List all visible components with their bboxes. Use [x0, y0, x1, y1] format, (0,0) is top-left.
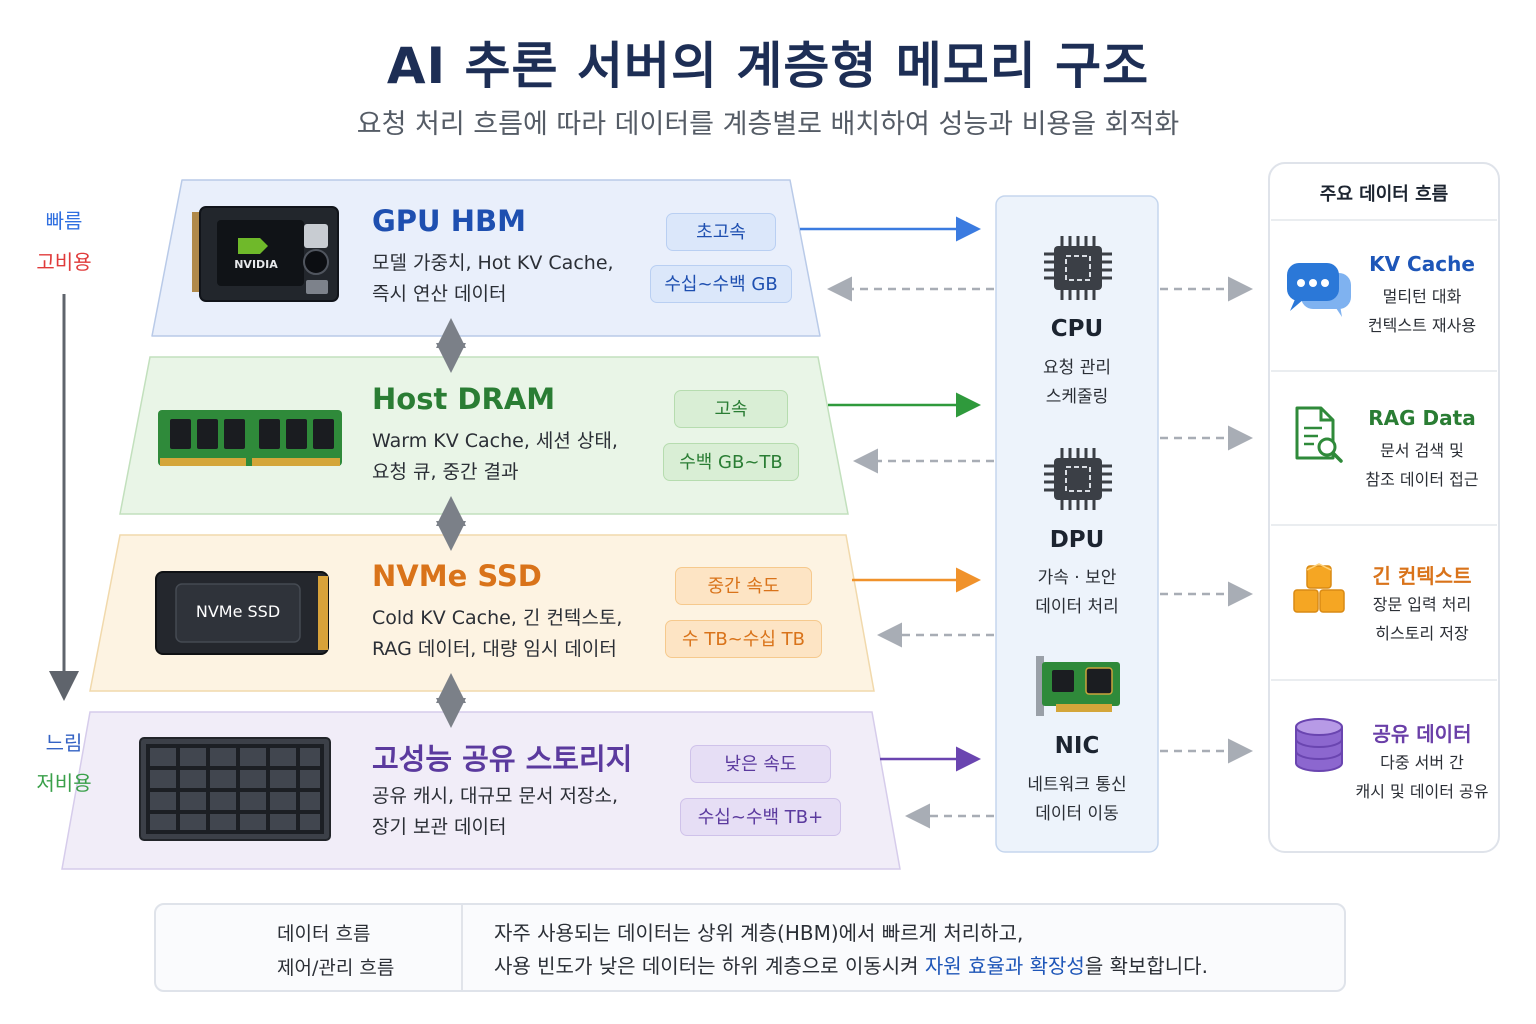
tier-dram-desc: Warm KV Cache, 세션 상태,요청 큐, 중간 결과 — [372, 430, 618, 483]
page-title: AI 추론 서버의 계층형 메모리 구조 — [386, 37, 1150, 95]
flow-kv-title: KV Cache — [1369, 252, 1475, 276]
cpu-chip-icon — [1044, 236, 1112, 300]
side-panel-header: 주요 데이터 흐름 — [1319, 184, 1449, 205]
tier-ssd-capacity-badge: 수 TB~수십 TB — [665, 620, 822, 658]
storage-array-icon — [139, 737, 331, 841]
legend-note-line1: 자주 사용되는 데이터는 상위 계층(HBM)에서 빠르게 처리하고, — [494, 921, 1024, 945]
tier-dram-capacity-badge: 수백 GB~TB — [663, 443, 799, 481]
hub-dpu-title: DPU — [1049, 527, 1105, 553]
axis-cheap-label: 저비용 — [36, 771, 92, 795]
ssd-device-label: NVMe SSD — [195, 602, 281, 621]
tier-storage-title: 고성능 공유 스토리지 — [372, 742, 633, 776]
dram-module-icon — [158, 410, 342, 466]
legend-data-flow-label: 데이터 흐름 — [277, 923, 371, 945]
flow-shared-title: 공유 데이터 — [1372, 722, 1472, 746]
legend-control-flow-label: 제어/관리 흐름 — [277, 957, 395, 979]
axis-expensive-label: 고비용 — [36, 250, 92, 274]
flow-long-context-title: 긴 컨텍스트 — [1372, 564, 1472, 588]
tier-storage-capacity-badge: 수십~수백 TB+ — [680, 798, 841, 836]
tier-ssd-title: NVMe SSD — [372, 559, 542, 593]
tier-storage-speed-badge: 낮은 속도 — [690, 745, 831, 783]
tier-dram-speed-badge: 고속 — [674, 390, 788, 428]
tier-gpu-speed-badge: 초고속 — [666, 213, 776, 251]
tier-gpu-capacity-badge: 수십~수백 GB — [650, 265, 792, 303]
axis-slow-label: 느림 — [45, 731, 83, 755]
flow-rag-title: RAG Data — [1368, 406, 1476, 430]
dpu-chip-icon — [1044, 448, 1112, 510]
page-subtitle: 요청 처리 흐름에 따라 데이터를 계층별로 배치하여 성능과 비용을 회적화 — [356, 109, 1180, 140]
legend-note-line2: 사용 빈도가 낮은 데이터는 하위 계층으로 이동시켜 자원 효율과 확장성을 … — [494, 954, 1208, 978]
nvme-ssd-icon — [155, 571, 329, 655]
gpu-brand-label: NVIDIA — [234, 258, 278, 271]
tier-ssd-speed-badge: 중간 속도 — [675, 567, 812, 605]
legend-box — [154, 903, 1346, 992]
database-icon — [1295, 718, 1343, 772]
legend-note-highlight: 자원 효율과 확장성 — [924, 954, 1085, 978]
tier-gpu-desc: 모델 가중치, Hot KV Cache,즉시 연산 데이터 — [372, 252, 614, 305]
document-search-icon — [1295, 406, 1343, 463]
tier-storage-desc: 공유 캐시, 대규모 문서 저장소,장기 보관 데이터 — [372, 785, 618, 838]
hub-cpu-title: CPU — [1050, 316, 1104, 342]
axis-fast-label: 빠름 — [45, 209, 83, 233]
tier-gpu-title: GPU HBM — [372, 204, 526, 238]
tier-ssd-desc: Cold KV Cache, 긴 컨텍스토,RAG 데이터, 대량 임시 데이터 — [372, 607, 623, 660]
tier-dram-title: Host DRAM — [372, 382, 556, 416]
cubes-icon — [1293, 563, 1345, 613]
nic-card-icon — [1036, 656, 1120, 716]
gpu-card-icon — [192, 206, 339, 302]
legend-divider — [461, 905, 463, 990]
chat-bubble-icon — [1287, 263, 1351, 317]
hub-nic-title: NIC — [1054, 733, 1100, 759]
